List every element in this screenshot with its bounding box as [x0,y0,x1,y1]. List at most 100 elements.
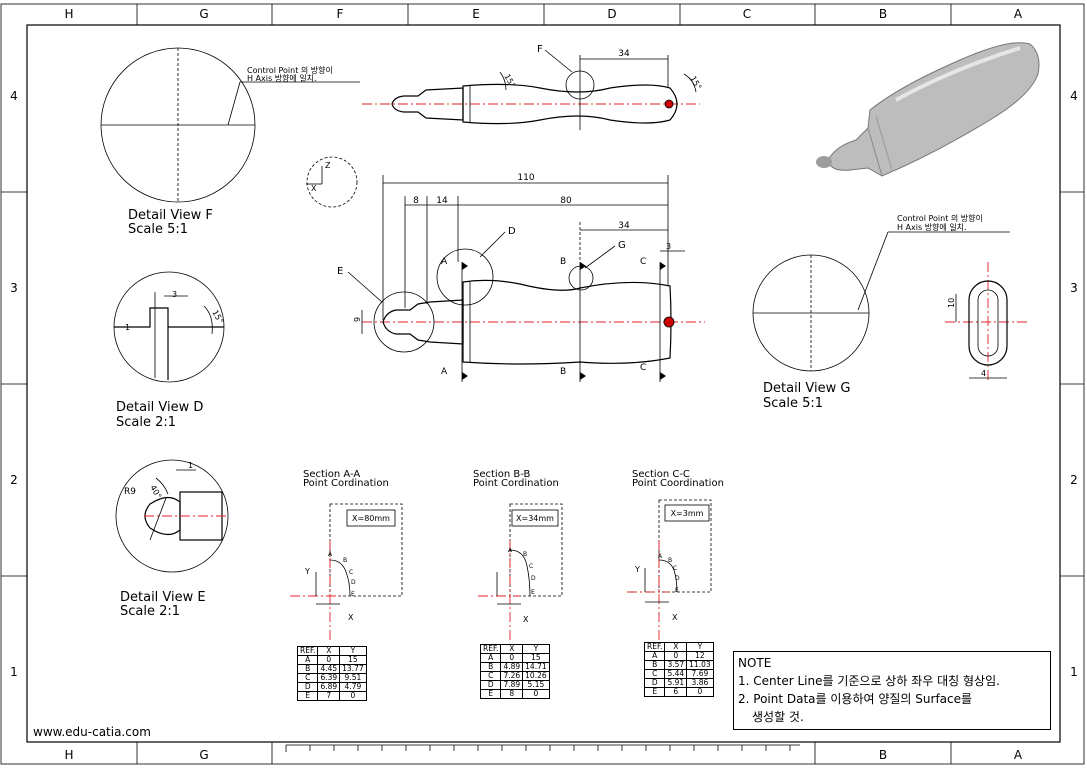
axis-y-label: Y [634,565,640,574]
zone-letter: A [1014,7,1023,21]
axis-triad: Z X [306,156,358,208]
row-number: 2 [1070,473,1078,487]
top-view: 34 F 15° 15° [362,44,703,130]
table-cell: E [296,691,319,701]
point-label: C [673,565,677,572]
dim-3: 3 [666,242,671,251]
end-section-view: 10 4 [945,262,1030,380]
zone-letter: H [64,7,73,21]
axis-y-label: Y [304,567,310,576]
section-a-a: Section A-A Point Cordination X=80mm Y X… [290,469,403,640]
zone-letter: C [743,7,751,21]
zone-letter: H [64,748,73,762]
control-point-note: Control Point 의 방향이 [897,213,983,223]
dim-1: 1 [125,323,130,332]
angle-dim: 15° [688,75,703,92]
section-c-marker: C [640,257,646,267]
dim-9: 9 [353,317,362,322]
detail-e-scale: Scale 2:1 [120,604,180,619]
zone-numbers: 4 3 2 1 4 3 2 1 [10,89,1078,679]
section-title: Section A-A [303,469,360,480]
zone-letter: F [337,7,344,21]
dim-3: 3 [172,290,177,299]
dim-8: 8 [413,196,419,206]
row-number: 4 [1070,89,1078,103]
section-c-marker: C [640,363,646,373]
point-label: E [351,591,355,598]
section-a-marker: A [441,257,448,267]
x-position-box: X=3mm [671,509,704,518]
section-subtitle: Point Cordination [303,478,389,489]
point-label: D [675,575,680,582]
zone-letter: B [879,7,887,21]
detail-f-title: Detail View F [128,208,213,223]
detail-view-f: Control Point 의 방향이 H Axis 방향에 일치. Detai… [100,47,360,237]
point-label: C [349,569,353,576]
table-cell: 0 [339,691,367,701]
row-number: 1 [1070,665,1078,679]
detail-d-scale: Scale 2:1 [116,415,176,430]
point-label: D [351,579,356,586]
section-b-b: Section B-B Point Cordination X=34mm X A… [473,469,563,640]
dim-4: 4 [981,369,986,378]
axis-x-label: X [523,615,529,624]
point-label: A [328,551,333,558]
table-cell: 0 [522,689,550,699]
dim-110: 110 [517,173,534,183]
point-label: E [675,587,679,594]
section-subtitle: Point Coordination [632,478,724,489]
zone-letters-bottom: H G B A [64,748,1022,762]
section-b-marker: B [560,367,566,377]
point-label: A [658,553,663,560]
dim-10: 10 [947,298,956,308]
detail-d-title: Detail View D [116,400,203,415]
3d-model-image [816,42,1040,177]
detail-e-title: Detail View E [120,590,206,605]
point-label: A [508,547,513,554]
detail-view-e: R9 40° 1 Detail View E Scale 2:1 [115,459,229,619]
front-view: A A B B C C 110 8 14 80 34 3 9 D G E [337,173,705,382]
axis-x-label: X [348,613,354,622]
zone-letters-top: H G F E D C B A [64,7,1022,21]
note-line-3: 생성할 것. [752,710,804,724]
table-cell: 0 [686,687,714,697]
section-title: Section C-C [632,469,690,480]
detail-g-title: Detail View G [763,381,850,396]
detail-view-d: 3 1 15° Detail View D Scale 2:1 [113,271,225,430]
callout-d: D [508,226,516,237]
table-cell: 8 [500,689,524,699]
section-a-marker: A [441,367,448,377]
callout-f: F [537,44,543,55]
row-number: 2 [10,473,18,487]
zone-letter: A [1014,748,1023,762]
dim-34: 34 [618,221,630,231]
axis-x-label: X [311,184,317,193]
zone-letter: G [199,7,208,21]
website-label: www.edu-catia.com [33,725,151,739]
axis-x-label: X [672,613,678,622]
zone-letter: E [472,7,480,21]
zone-letter: G [199,748,208,762]
control-point-note: Control Point 의 방향이 [247,65,333,75]
point-label: B [343,557,347,564]
dim-1: 1 [188,461,193,470]
control-point-note: H Axis 방향에 일치. [247,73,317,83]
table-cell: E [479,689,502,699]
angle-dim: 40° [148,484,163,501]
row-number: 3 [10,281,18,295]
callout-g: G [618,240,626,251]
zone-dividers [1,4,1084,764]
note-box: NOTE 1. Center Line를 기준으로 상하 좌우 대칭 형상임. … [733,651,1051,730]
detail-f-scale: Scale 5:1 [128,222,188,237]
point-label: B [523,551,527,558]
control-point-note: H Axis 방향에 일치. [897,222,967,232]
table-cell: 7 [317,691,341,701]
